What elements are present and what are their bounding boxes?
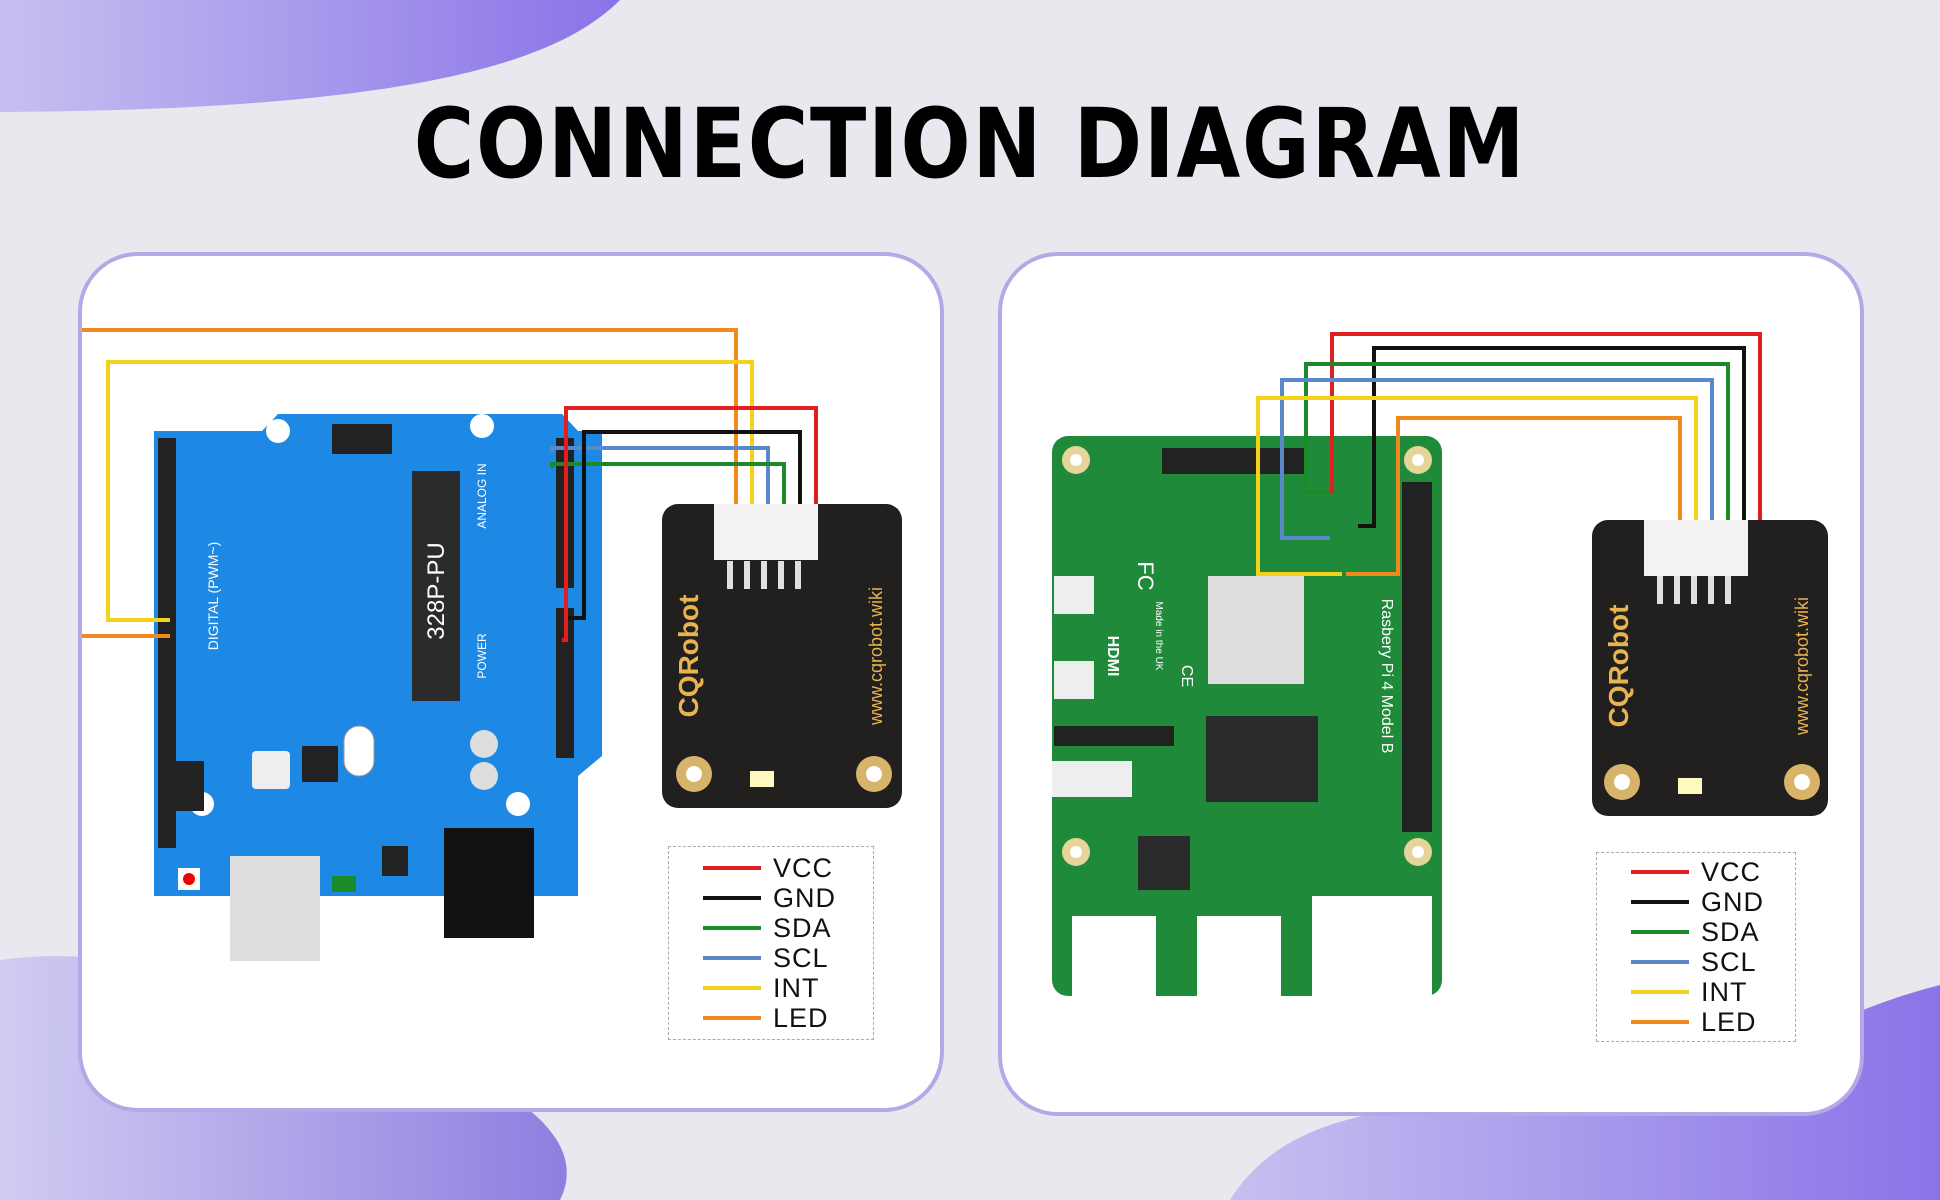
rpi-made: Made in the UK [1153,602,1164,671]
wires-right [1256,332,1762,576]
power-label: POWER [475,633,489,679]
chip-label: 328P-PU [423,542,450,639]
legend-item-scl: SCL [669,943,829,973]
rpi-fc: FC [1133,561,1158,590]
legend-item-led-r: LED [1597,1007,1757,1037]
legend-item-int: INT [669,973,820,1003]
legend-item-sda: SDA [669,913,832,943]
module-url: www.cqrobot.wiki [866,587,886,726]
raspberry-diagram: Rasbery Pi 4 Model B HDMI Made in the UK… [1052,332,1828,1006]
legend-item-gnd-r: GND [1597,887,1764,917]
analog-label: ANALOG IN [475,463,489,528]
legend-item-gnd: GND [669,883,836,913]
digital-label: DIGITAL (PWM~) [205,542,221,651]
legend-item-scl-r: SCL [1597,947,1757,977]
module-brand-right: CQRobot [1603,605,1634,728]
raspberry-panel: Rasbery Pi 4 Model B HDMI Made in the UK… [998,252,1864,1116]
arduino-diagram: 328P-PU DIGITAL (PWM~) ANALOG IN POWER [82,328,902,961]
arduino-panel: 328P-PU DIGITAL (PWM~) ANALOG IN POWER [78,252,944,1112]
legend-right: VCC GND SDA SCL INT LED [1596,852,1796,1042]
legend-item-vcc: VCC [669,853,833,883]
bottom-right-blob [1230,985,1940,1200]
rpi-ce: CE [1178,665,1195,687]
page-title: CONNECTION DIAGRAM [413,88,1527,200]
legend-item-vcc-r: VCC [1597,857,1761,887]
arduino-board: 328P-PU DIGITAL (PWM~) ANALOG IN POWER [154,414,602,961]
module-url-right: www.cqrobot.wiki [1792,597,1812,736]
rpi-hdmi: HDMI [1104,636,1121,677]
rpi-name: Rasbery Pi 4 Model B [1378,599,1395,754]
legend-item-sda-r: SDA [1597,917,1760,947]
raspberry-board: Rasbery Pi 4 Model B HDMI Made in the UK… [1052,436,1442,1006]
sensor-module-left: CQRobot www.cqrobot.wiki [662,504,902,808]
legend-item-int-r: INT [1597,977,1748,1007]
sensor-module-right: CQRobot www.cqrobot.wiki [1592,520,1828,816]
module-brand: CQRobot [673,595,704,718]
legend-item-led: LED [669,1003,829,1033]
top-left-blob [0,0,620,112]
legend-left: VCC GND SDA SCL INT LED [668,846,874,1040]
wires-left [82,328,818,642]
